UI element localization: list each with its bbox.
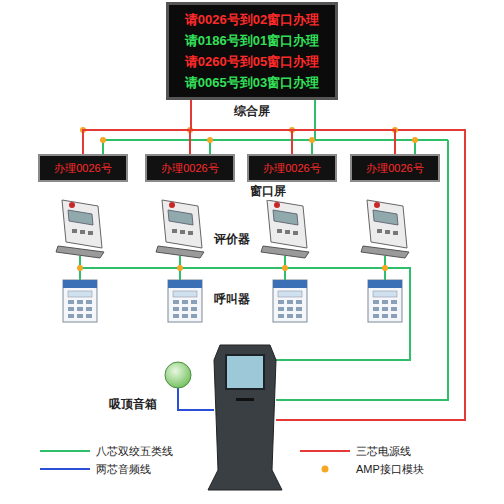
device-label: 吸顶音箱: [107, 396, 159, 413]
device-label: 综合屏: [232, 103, 272, 120]
kiosk-slot: [236, 398, 254, 401]
device-label: 呼叫器: [212, 291, 252, 308]
amp-module: [382, 265, 388, 271]
power-connector: [83, 100, 191, 154]
legend-text: 两芯音频线: [96, 462, 151, 477]
amp-module: [207, 137, 213, 143]
device-label: 窗口屏: [248, 183, 288, 200]
ceiling-speaker: [165, 362, 191, 388]
caller-keypad: [368, 280, 402, 322]
caller-keypad: [63, 280, 97, 322]
window-screen: 办理0026号: [38, 154, 128, 182]
audio-wire: [178, 388, 214, 410]
amp-module: [77, 265, 83, 271]
kiosk-screen: [226, 355, 264, 389]
evaluator-device: [156, 200, 204, 258]
window-screen: 办理0026号: [350, 154, 440, 182]
window-screen: 办理0026号: [247, 154, 337, 182]
device-label: 评价器: [212, 231, 252, 248]
queue-message: 请0026号到02窗口办理: [185, 11, 319, 29]
signal-wire: [103, 139, 448, 141]
evaluator-device: [56, 200, 104, 258]
legend-sample: [40, 450, 90, 452]
caller-keypad: [273, 280, 307, 322]
caller-keypad: [168, 280, 202, 322]
evaluator-device: [361, 200, 409, 258]
signal-wire: [314, 100, 316, 140]
queue-message: 请0065号到03窗口办理: [185, 74, 319, 92]
evaluator-device: [261, 200, 309, 258]
queue-message: 请0186号到01窗口办理: [185, 32, 319, 50]
window-message: 办理0026号: [54, 160, 111, 176]
amp-module: [412, 137, 418, 143]
legend-text: AMP接口模块: [356, 462, 424, 477]
amp-module: [77, 127, 418, 271]
window-message: 办理0026号: [263, 160, 320, 176]
composite-screen: 请0026号到02窗口办理请0186号到01窗口办理请0260号到05窗口办理请…: [166, 2, 338, 100]
legend-sample: [322, 466, 329, 473]
queue-message: 请0260号到05窗口办理: [185, 53, 319, 71]
legend-text: 三芯电源线: [356, 444, 411, 459]
window-message: 办理0026号: [161, 160, 218, 176]
kiosk-body: [208, 345, 282, 490]
amp-module: [282, 265, 288, 271]
amp-module: [177, 265, 183, 271]
signal-wire: [80, 100, 448, 400]
legend-sample: [300, 450, 350, 452]
power-connector: [191, 100, 395, 154]
amp-module: [100, 137, 106, 143]
ticket-kiosk: [208, 345, 282, 490]
legend-sample: [40, 468, 90, 470]
power-connector: [191, 100, 292, 154]
window-message: 办理0026号: [366, 160, 423, 176]
legend-text: 八芯双绞五类线: [96, 444, 173, 459]
window-screen: 办理0026号: [145, 154, 235, 182]
amp-module: [309, 137, 315, 143]
